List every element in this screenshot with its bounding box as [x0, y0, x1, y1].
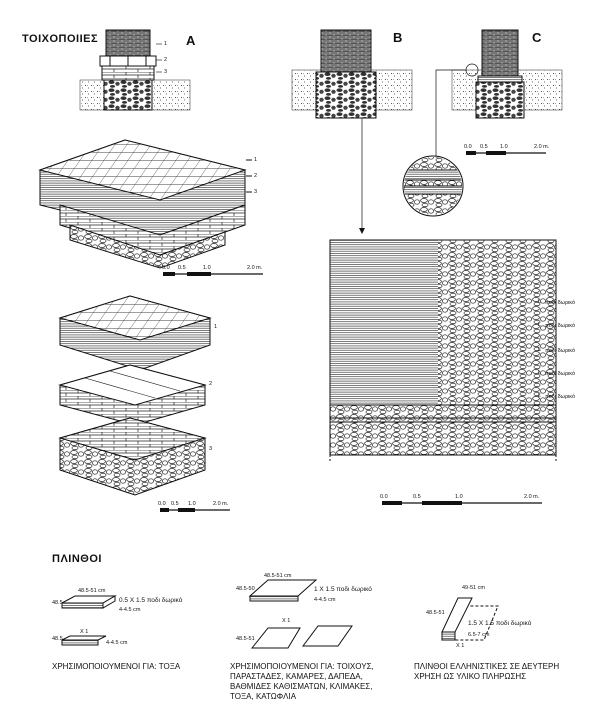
- brick-2: [248, 579, 318, 602]
- caption-3: ΠΛΙΝΘΟΙ ΕΛΛΗΝΙΣΤΙΚΕΣ ΣΕ ΔΕΥΤΕΡΗ ΧΡΗΣΗ ΩΣ…: [414, 662, 560, 681]
- caption-2: ΧΡΗΣΙΜΟΠΟΙΟΥΜΕΝΟΙ ΓΙΑ: ΤΟΙΧΟΥΣ, ΠΑΡΑΣΤΑΔ…: [230, 662, 374, 701]
- dim-label: 48.5-51: [426, 610, 445, 616]
- dim-label: 48.5-51 cm: [264, 573, 292, 579]
- dim-label: 1.5 X 1.5 ποδι δωρικό: [468, 620, 532, 627]
- dim-label: 0.5 X 1.5 ποδι δωρικό: [119, 597, 183, 604]
- page-title: ΤΟΙΧΟΠΟΙΙΕΣ: [22, 33, 99, 45]
- elevation-c: [435, 29, 563, 158]
- exploded-layer-3: [58, 417, 207, 496]
- scale-bar-b: [382, 501, 542, 505]
- magnified-detail: [402, 155, 464, 217]
- scale-label: 1.0: [203, 265, 211, 271]
- dim-label: 1 X 1.5 ποδι δωρικό: [314, 586, 372, 593]
- panel-b-label: B: [393, 30, 403, 45]
- dim-label: X 1: [456, 643, 465, 649]
- elevation-a: [79, 29, 191, 111]
- dim-label: 4-4.5 cm: [106, 640, 128, 646]
- axonometric-wall-a: [38, 139, 252, 269]
- layer-number: 2: [164, 57, 168, 63]
- scale-label: 2.0 m.: [247, 265, 263, 271]
- dim-label: X 1: [80, 629, 89, 635]
- layer-number: 3: [254, 189, 258, 195]
- dim-label: 48.5-50: [236, 586, 255, 592]
- dim-label: 48.5-51: [236, 636, 255, 642]
- scale-label: 0.5: [480, 144, 488, 150]
- bricks-title: ΠΛΙΝΘΟΙ: [52, 553, 102, 565]
- panel-c-label: C: [532, 30, 542, 45]
- brick-1-small: [61, 635, 107, 646]
- exploded-layer-1: [58, 295, 212, 371]
- layer-number: 2: [209, 381, 213, 387]
- scale-label: 0.5: [171, 501, 179, 507]
- dim-label: 48.5-51 cm: [78, 588, 106, 594]
- dim-label: 4-4.5 cm: [119, 607, 141, 613]
- dim-label: 48.5: [52, 636, 63, 642]
- scale-bar-a2: [160, 508, 230, 512]
- dim-label: 48.5: [52, 600, 63, 606]
- layer-number: 3: [209, 446, 213, 452]
- layer-number: 2: [254, 173, 258, 179]
- layer-number: 1: [164, 41, 168, 47]
- scale-label: 1.0: [455, 494, 463, 500]
- dim-label: X 1: [282, 618, 291, 624]
- scale-bar-a1: [163, 272, 263, 276]
- layer-number: 1: [214, 324, 218, 330]
- scale-label: 0.0: [162, 265, 170, 271]
- caption-1: ΧΡΗΣΙΜΟΠΟΙΟΥΜΕΝΟΙ ΓΙΑ: ΤΟΞΑ: [52, 662, 181, 671]
- layer-number: 3: [164, 69, 168, 75]
- scale-label: 2.0 m.: [534, 144, 550, 150]
- brick-3: [441, 597, 499, 641]
- panel-a-label: A: [186, 33, 196, 48]
- wall-elevation: [329, 239, 557, 462]
- scale-label: 0.0: [380, 494, 388, 500]
- scale-label: 0.5: [178, 265, 186, 271]
- exploded-layer-2: [58, 364, 207, 426]
- scale-label: 0.5: [413, 494, 421, 500]
- scale-label: 0.0: [464, 144, 472, 150]
- scale-label: 0.0: [158, 501, 166, 507]
- dim-label: 4-4.5 cm: [314, 597, 336, 603]
- scale-label: 1.0: [500, 144, 508, 150]
- dim-label: 6.5-7 cm: [468, 632, 490, 638]
- brick-1: [61, 595, 117, 609]
- layer-number: 1: [254, 157, 258, 163]
- brick-2-small: [250, 625, 353, 649]
- scale-bar-top: [466, 151, 546, 155]
- dim-label: 49-51 cm: [462, 585, 485, 591]
- scale-label: 1.0: [188, 501, 196, 507]
- scale-label: 2.0 m.: [213, 501, 229, 507]
- elevation-b: [291, 29, 413, 234]
- scale-label: 2.0 m.: [524, 494, 540, 500]
